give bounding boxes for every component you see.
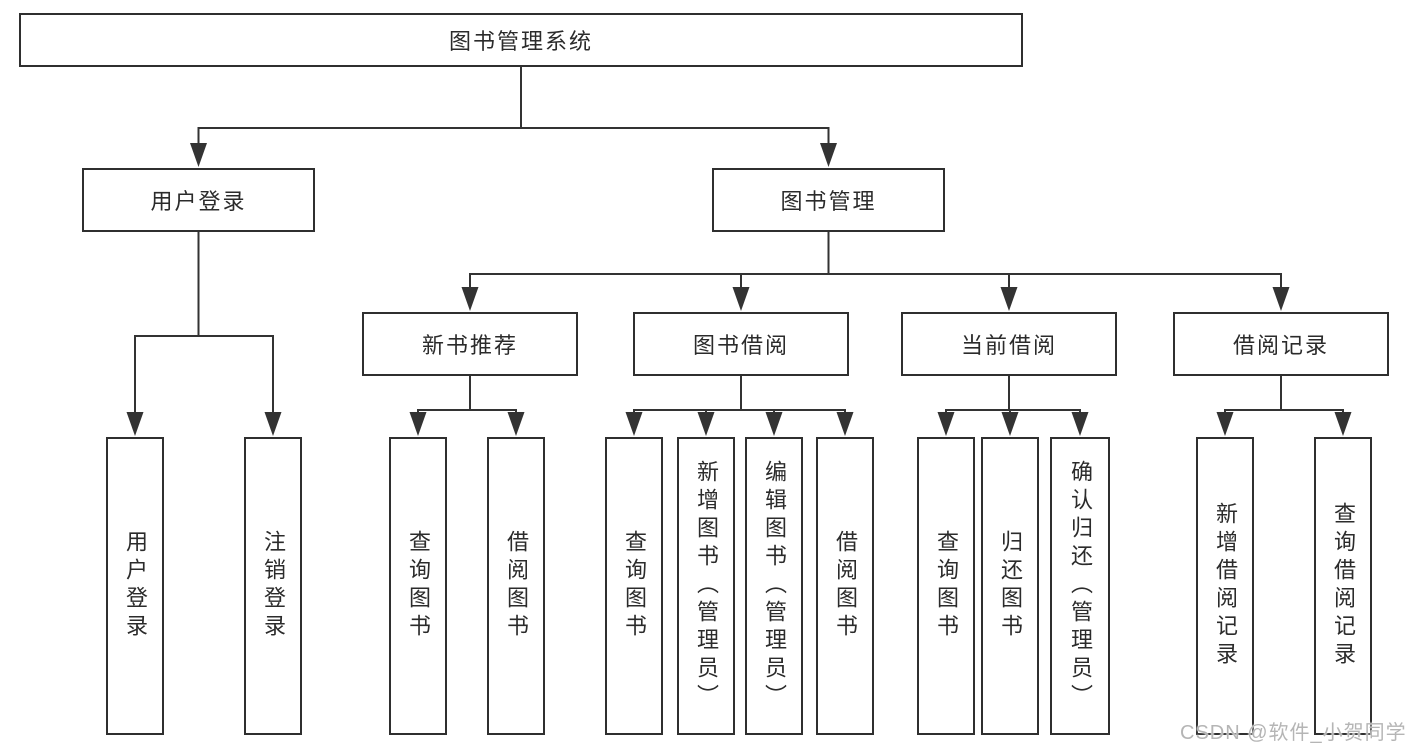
arrow-down-icon [409,412,427,436]
arrow-down-icon [461,287,479,311]
node-label: 归还图书 [998,530,1023,642]
node-label: 借阅图书 [504,530,529,642]
node-label: 新增借阅记录 [1213,502,1238,670]
leaf-borrow-books-recommend: 借阅图书 [487,437,545,735]
node-library-system: 图书管理系统 [19,13,1023,67]
node-label: 图书管理 [780,189,877,214]
node-user-login: 用户登录 [82,168,315,232]
node-label: 确认归还（管理员） [1068,460,1093,712]
arrow-down-icon [697,412,715,436]
leaf-return-books: 归还图书 [981,437,1039,735]
arrow-down-icon [1334,412,1352,436]
node-label: 查询图书 [622,530,647,642]
arrow-down-icon [1071,412,1089,436]
arrow-down-icon [264,412,282,436]
leaf-user-login: 用户登录 [106,437,164,735]
leaf-add-books-admin: 新增图书（管理员） [677,437,735,735]
arrow-down-icon [1001,412,1019,436]
arrow-down-icon [765,412,783,436]
node-borrow-records: 借阅记录 [1173,312,1389,376]
node-label: 借阅图书 [833,530,858,642]
arrow-down-icon [1272,287,1290,311]
arrow-down-icon [937,412,955,436]
arrow-down-icon [190,143,207,167]
node-label: 注销登录 [261,530,286,642]
node-book-management: 图书管理 [712,168,945,232]
node-label: 查询图书 [934,530,959,642]
leaf-borrow-books: 借阅图书 [816,437,874,735]
csdn-watermark: CSDN @软件_小贺同学 [1180,722,1405,744]
leaf-query-books-borrow: 查询图书 [605,437,663,735]
leaf-logout: 注销登录 [244,437,302,735]
node-label: 当前借阅 [960,333,1057,358]
node-label: 新书推荐 [421,333,518,358]
arrow-down-icon [1000,287,1018,311]
leaf-query-borrow-record: 查询借阅记录 [1314,437,1372,735]
arrow-down-icon [507,412,525,436]
leaf-add-borrow-record: 新增借阅记录 [1196,437,1254,735]
arrow-down-icon [820,143,837,167]
node-label: 借阅记录 [1232,333,1329,358]
leaf-confirm-return-admin: 确认归还（管理员） [1050,437,1110,735]
leaf-edit-books-admin: 编辑图书（管理员） [745,437,803,735]
node-new-book-recommend: 新书推荐 [362,312,578,376]
leaf-query-books-current: 查询图书 [917,437,975,735]
arrow-down-icon [126,412,144,436]
node-current-borrowing: 当前借阅 [901,312,1117,376]
node-label: 新增图书（管理员） [694,460,719,712]
node-label: 用户登录 [150,189,247,214]
node-label: 查询图书 [406,530,431,642]
leaf-query-books-recommend: 查询图书 [389,437,447,735]
arrow-down-icon [836,412,854,436]
arrow-down-icon [1216,412,1234,436]
arrow-down-icon [732,287,750,311]
node-label: 编辑图书（管理员） [762,460,787,712]
arrow-down-icons [126,143,1352,436]
node-label: 用户登录 [123,530,148,642]
node-label: 查询借阅记录 [1331,502,1356,670]
node-label: 图书借阅 [692,333,789,358]
arrow-down-icon [625,412,643,436]
node-book-borrowing: 图书借阅 [633,312,849,376]
node-label: 图书管理系统 [448,29,593,54]
